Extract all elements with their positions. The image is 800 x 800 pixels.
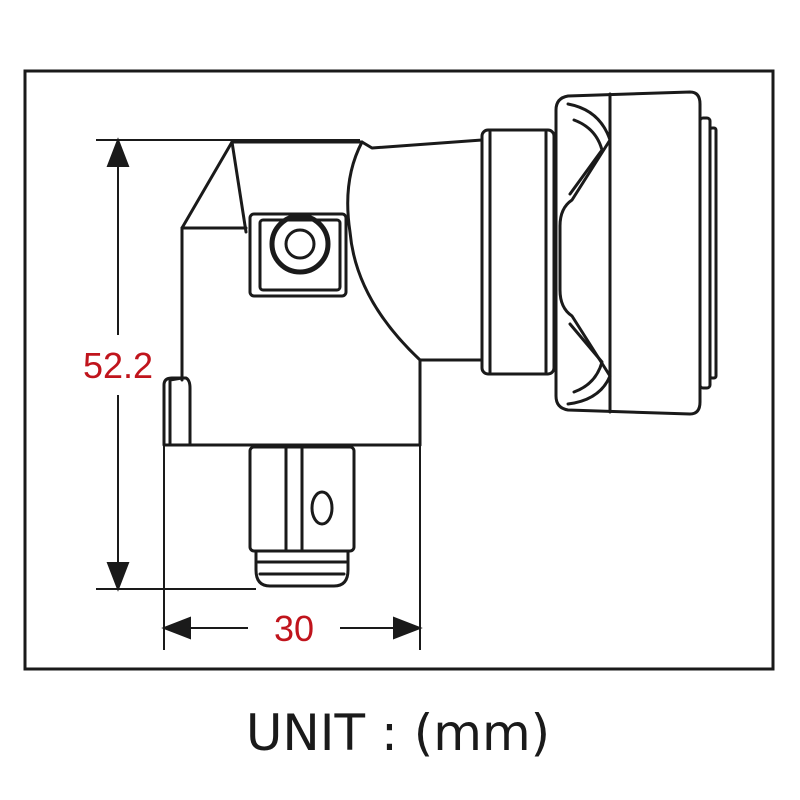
unit-label: UNIT : (mm): [246, 704, 550, 762]
body-bevel: [230, 140, 248, 234]
width-arrow-left: [161, 616, 191, 640]
cap-grip-top: [558, 102, 612, 228]
cap-face-ridge: [708, 126, 718, 380]
width-arrow-right: [393, 616, 423, 640]
width-dimension: [161, 445, 423, 650]
cap-grip-bottom: [566, 374, 612, 406]
side-fitting-hole: [284, 228, 316, 260]
body-clip: [162, 376, 192, 447]
bottom-thread: [254, 549, 350, 588]
bottom-fitting-hole: [310, 490, 334, 526]
cap-grip-mid: [558, 224, 612, 378]
sensor-outline: [162, 90, 718, 588]
cap-shell: [554, 90, 702, 416]
side-fitting-inner: [258, 218, 342, 292]
body-curve: [346, 140, 422, 362]
side-fitting-ring: [269, 213, 331, 275]
height-dimension: [96, 137, 360, 592]
sensor-body: [168, 138, 484, 447]
width-label: 30: [274, 608, 314, 649]
drawing-frame: [23, 69, 775, 671]
cap-grip-inner-2: [568, 322, 604, 394]
height-arrow-bottom: [106, 562, 130, 592]
cap-grip-inner: [568, 118, 604, 196]
height-arrow-top: [106, 137, 130, 167]
height-label: 52.2: [83, 345, 153, 386]
cap-neck: [480, 128, 556, 376]
side-fitting: [248, 212, 348, 298]
